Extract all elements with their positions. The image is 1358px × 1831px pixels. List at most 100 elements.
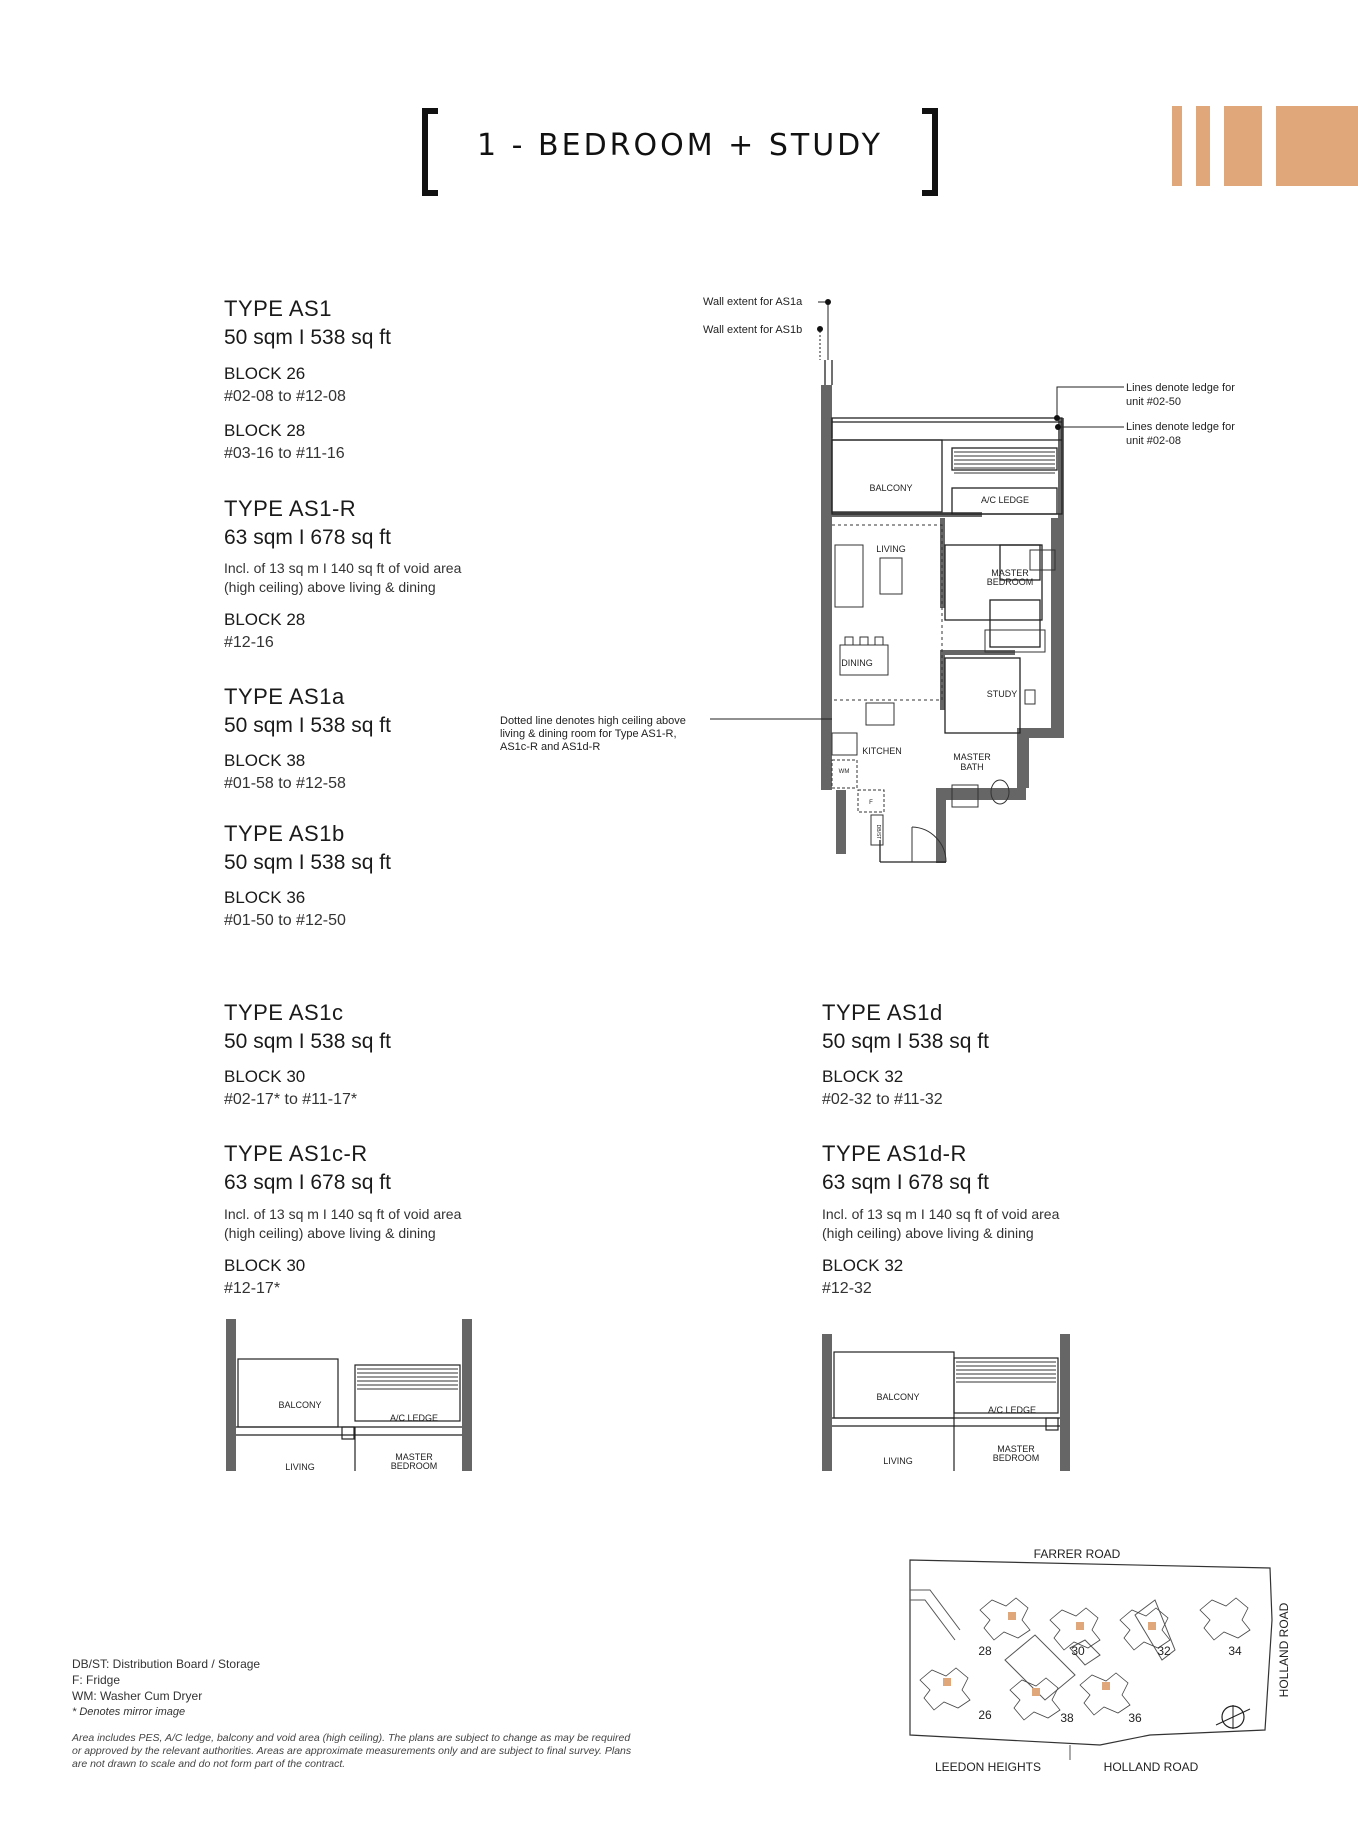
partial-plan-as1c: BALCONY A/C LEDGE LIVING MASTER BEDROOM: [226, 1319, 472, 1472]
block-number: 36: [1128, 1711, 1142, 1725]
legend-mirror-note: * Denotes mirror image: [72, 1706, 186, 1718]
block-number: 28: [978, 1644, 992, 1658]
page-title: 1 - BEDROOM + STUDY: [477, 128, 883, 163]
partial-plan-as1d: BALCONY A/C LEDGE LIVING MASTER BEDROOM: [822, 1334, 1070, 1471]
road-holland-side: HOLLAND ROAD: [1277, 1602, 1291, 1697]
block-number: 38: [1060, 1711, 1074, 1725]
room-master-bedroom: MASTER: [991, 568, 1029, 578]
type-as1dr-title: TYPE AS1d-R: [822, 1141, 967, 1166]
plan-furniture: [831, 544, 1056, 863]
callout-wall-as1a: Wall extent for AS1a: [703, 296, 803, 308]
type-as1dr-block-range: #12-32: [822, 1280, 872, 1297]
room-master-bath: MASTER: [953, 752, 991, 762]
main-floor-plan: Wall extent for AS1a Wall extent for AS1…: [500, 296, 1235, 863]
title-bracket-right: [922, 108, 938, 196]
room-study: STUDY: [987, 689, 1018, 699]
room-dining: DINING: [841, 658, 873, 668]
legend-line: F: Fridge: [72, 1673, 121, 1687]
type-as1d-title: TYPE AS1d: [822, 1000, 943, 1025]
site-map: 28 30 32 34 26 38 36 FARRER ROAD HOLLAND…: [909, 1547, 1291, 1774]
type-as1dr-block-label: BLOCK 32: [822, 1256, 904, 1275]
room-master-bedroom: MASTER: [997, 1444, 1035, 1454]
room-balcony: BALCONY: [876, 1392, 919, 1402]
type-as1cr-block-range: #12-17*: [224, 1280, 281, 1297]
type-as1r-area: 63 sqm I 678 sq ft: [224, 526, 391, 549]
room-wm: WM: [839, 769, 850, 775]
block-number: 32: [1157, 1644, 1171, 1658]
type-as1r-block-range: #12-16: [224, 634, 274, 651]
type-as1dr-note-line: Incl. of 13 sq m I 140 sq ft of void are…: [822, 1206, 1060, 1222]
type-as1cr-note-line: (high ceiling) above living & dining: [224, 1225, 436, 1241]
accent-stripe-2: [1196, 106, 1210, 186]
road-leedon: LEEDON HEIGHTS: [935, 1760, 1041, 1774]
disclaimer: Area includes PES, A/C ledge, balcony an…: [72, 1732, 632, 1770]
north-arrow-icon: [1215, 1705, 1251, 1729]
type-as1c-area: 50 sqm I 538 sq ft: [224, 1030, 391, 1053]
type-as1-block-range: #03-16 to #11-16: [224, 445, 345, 462]
room-living: LIVING: [285, 1462, 315, 1472]
room-fridge: F: [869, 800, 873, 806]
title-bracket-left: [422, 108, 438, 196]
block-number: 34: [1228, 1644, 1242, 1658]
accent-stripe-3: [1224, 106, 1262, 186]
road-holland-bottom: HOLLAND ROAD: [1104, 1760, 1199, 1774]
callout-ledge-0250: Lines denote ledge for: [1126, 382, 1235, 394]
room-master-bedroom: BEDROOM: [987, 577, 1034, 587]
room-kitchen: KITCHEN: [862, 746, 902, 756]
callout-dotted: AS1c-R and AS1d-R: [500, 741, 600, 753]
callout-ledge-0250: unit #02-50: [1126, 396, 1181, 408]
room-labels: BALCONY A/C LEDGE LIVING MASTER BEDROOM …: [839, 483, 1034, 839]
unit-markers: [943, 1612, 1156, 1696]
callout-dotted: Dotted line denotes high ceiling above: [500, 715, 686, 727]
type-as1cr-title: TYPE AS1c-R: [224, 1141, 368, 1166]
type-as1dr-area: 63 sqm I 678 sq ft: [822, 1171, 989, 1194]
road-farrer: FARRER ROAD: [1034, 1547, 1121, 1561]
legend-line: DB/ST: Distribution Board / Storage: [72, 1657, 261, 1671]
room-dbst: DB/ST: [875, 825, 881, 840]
room-living: LIVING: [883, 1456, 913, 1466]
room-master-bath: BATH: [960, 762, 983, 772]
type-as1a-title: TYPE AS1a: [224, 684, 345, 709]
site-boundary: [909, 1559, 1273, 1746]
road-labels: FARRER ROAD HOLLAND ROAD LEEDON HEIGHTS …: [935, 1547, 1291, 1774]
type-as1cr-note-line: Incl. of 13 sq m I 140 sq ft of void are…: [224, 1206, 462, 1222]
type-as1-block-label: BLOCK 26: [224, 364, 306, 383]
plan-outline: [824, 360, 1063, 863]
void-dotted-line: [832, 524, 943, 701]
room-balcony: BALCONY: [278, 1400, 321, 1410]
type-as1a-block-label: BLOCK 38: [224, 751, 306, 770]
type-as1r-note-line: (high ceiling) above living & dining: [224, 579, 436, 595]
room-master-bedroom: BEDROOM: [391, 1461, 438, 1471]
callout-ledge-0208: Lines denote ledge for: [1126, 421, 1235, 433]
type-as1b-block-range: #01-50 to #12-50: [224, 912, 346, 929]
type-as1a-area: 50 sqm I 538 sq ft: [224, 714, 391, 737]
type-as1-block-label: BLOCK 28: [224, 421, 306, 440]
type-as1d-area: 50 sqm I 538 sq ft: [822, 1030, 989, 1053]
type-as1c-block-range: #02-17* to #11-17*: [224, 1091, 358, 1108]
type-as1d-block-label: BLOCK 32: [822, 1067, 904, 1086]
type-as1b-block-label: BLOCK 36: [224, 888, 306, 907]
room-ac-ledge: A/C LEDGE: [988, 1405, 1036, 1415]
accent-stripe-4: [1276, 106, 1358, 186]
type-as1-area: 50 sqm I 538 sq ft: [224, 326, 391, 349]
type-as1r-block-label: BLOCK 28: [224, 610, 306, 629]
type-as1r-title: TYPE AS1-R: [224, 496, 357, 521]
room-living: LIVING: [876, 544, 906, 554]
room-ac-ledge: A/C LEDGE: [390, 1413, 438, 1423]
type-as1cr-area: 63 sqm I 678 sq ft: [224, 1171, 391, 1194]
room-master-bedroom: BEDROOM: [993, 1453, 1040, 1463]
block-number: 26: [978, 1708, 992, 1722]
callout-ledge-0208: unit #02-08: [1126, 435, 1181, 447]
room-ac-ledge: A/C LEDGE: [981, 495, 1029, 505]
legend-line: WM: Washer Cum Dryer: [72, 1689, 203, 1703]
accent-stripe-1: [1172, 106, 1182, 186]
room-balcony: BALCONY: [869, 483, 912, 493]
type-as1-title: TYPE AS1: [224, 296, 332, 321]
room-master-bedroom: MASTER: [395, 1452, 433, 1462]
type-as1cr-block-label: BLOCK 30: [224, 1256, 306, 1275]
type-as1r-note-line: Incl. of 13 sq m I 140 sq ft of void are…: [224, 560, 462, 576]
type-as1a-block-range: #01-58 to #12-58: [224, 775, 346, 792]
type-as1b-title: TYPE AS1b: [224, 821, 345, 846]
callout-dotted: living & dining room for Type AS1-R,: [500, 728, 677, 740]
ac-ledge-hatch: [954, 451, 1055, 474]
